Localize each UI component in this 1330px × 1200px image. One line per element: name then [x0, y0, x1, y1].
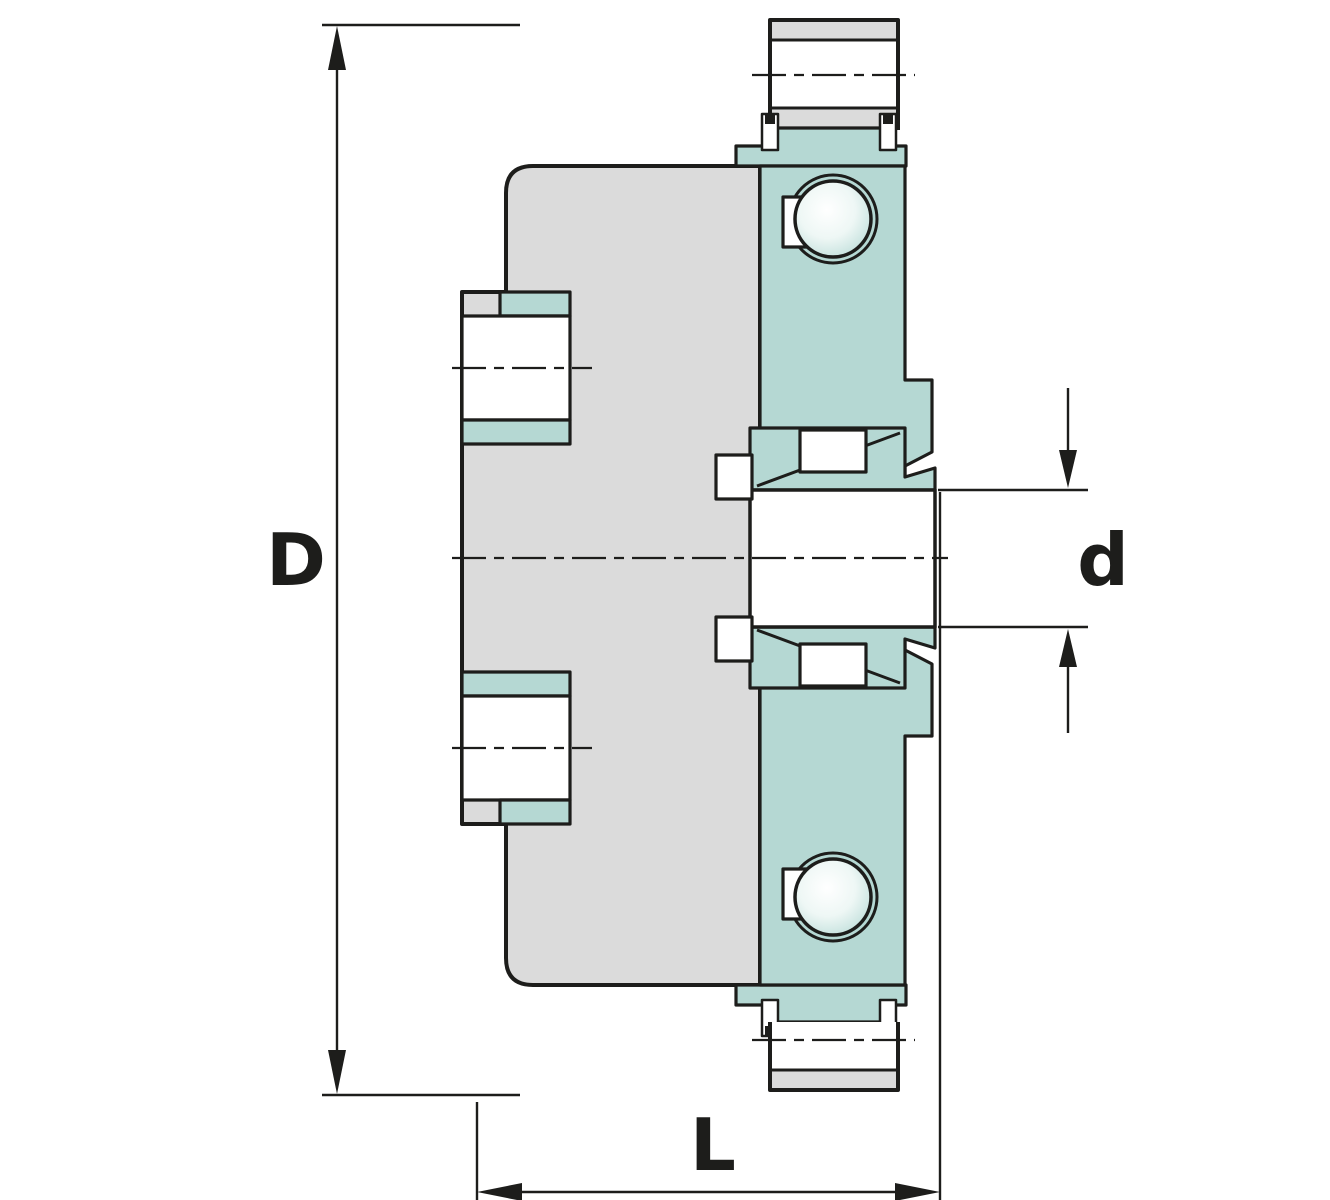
seal-lip-top-right-contact — [883, 114, 893, 124]
bolt-hole-bottom-seat — [460, 670, 572, 698]
centerlines — [452, 73, 948, 1042]
dimension-d-label: d — [1077, 518, 1129, 602]
setscrew-upper — [798, 428, 868, 474]
bore-seal-upper — [714, 453, 754, 501]
dimension-d: d — [938, 388, 1129, 733]
shaft-end-bottom-mid — [770, 1022, 898, 1070]
dimension-D: D — [266, 23, 520, 1097]
seal-lip-top-left-contact — [765, 114, 775, 124]
dimension-L-arrow-left — [477, 1183, 522, 1200]
ball-upper — [793, 179, 873, 259]
shaft-end-bottom-outline — [768, 1022, 900, 1092]
shaft-end-top-upper — [770, 20, 898, 40]
shaft-end-bottom — [768, 1022, 900, 1092]
dimension-d-arrow-bottom — [1059, 629, 1077, 667]
dimension-D-arrow-top — [328, 26, 346, 70]
housing-body — [460, 164, 762, 987]
bolt-hole-top-counterbore — [498, 290, 572, 318]
shaft-end-bottom-lower — [770, 1070, 898, 1090]
bolt-hole-top-seat — [460, 418, 572, 446]
dimension-D-label: D — [266, 518, 326, 602]
housing — [460, 164, 762, 987]
dimension-d-arrow-top — [1059, 450, 1077, 488]
bolt-hole-bottom-counterbore — [498, 798, 572, 826]
dimension-L-arrow-right — [895, 1183, 940, 1200]
dimension-L: L — [475, 492, 942, 1200]
bore-seal-lower — [714, 615, 754, 663]
shaft-end-top-lower — [770, 108, 898, 130]
dimension-L-label: L — [690, 1103, 736, 1187]
seal-band-top — [734, 112, 908, 168]
dimension-D-arrow-bottom — [328, 1050, 346, 1094]
ball-lower — [793, 857, 873, 937]
setscrew-lower — [798, 642, 868, 688]
